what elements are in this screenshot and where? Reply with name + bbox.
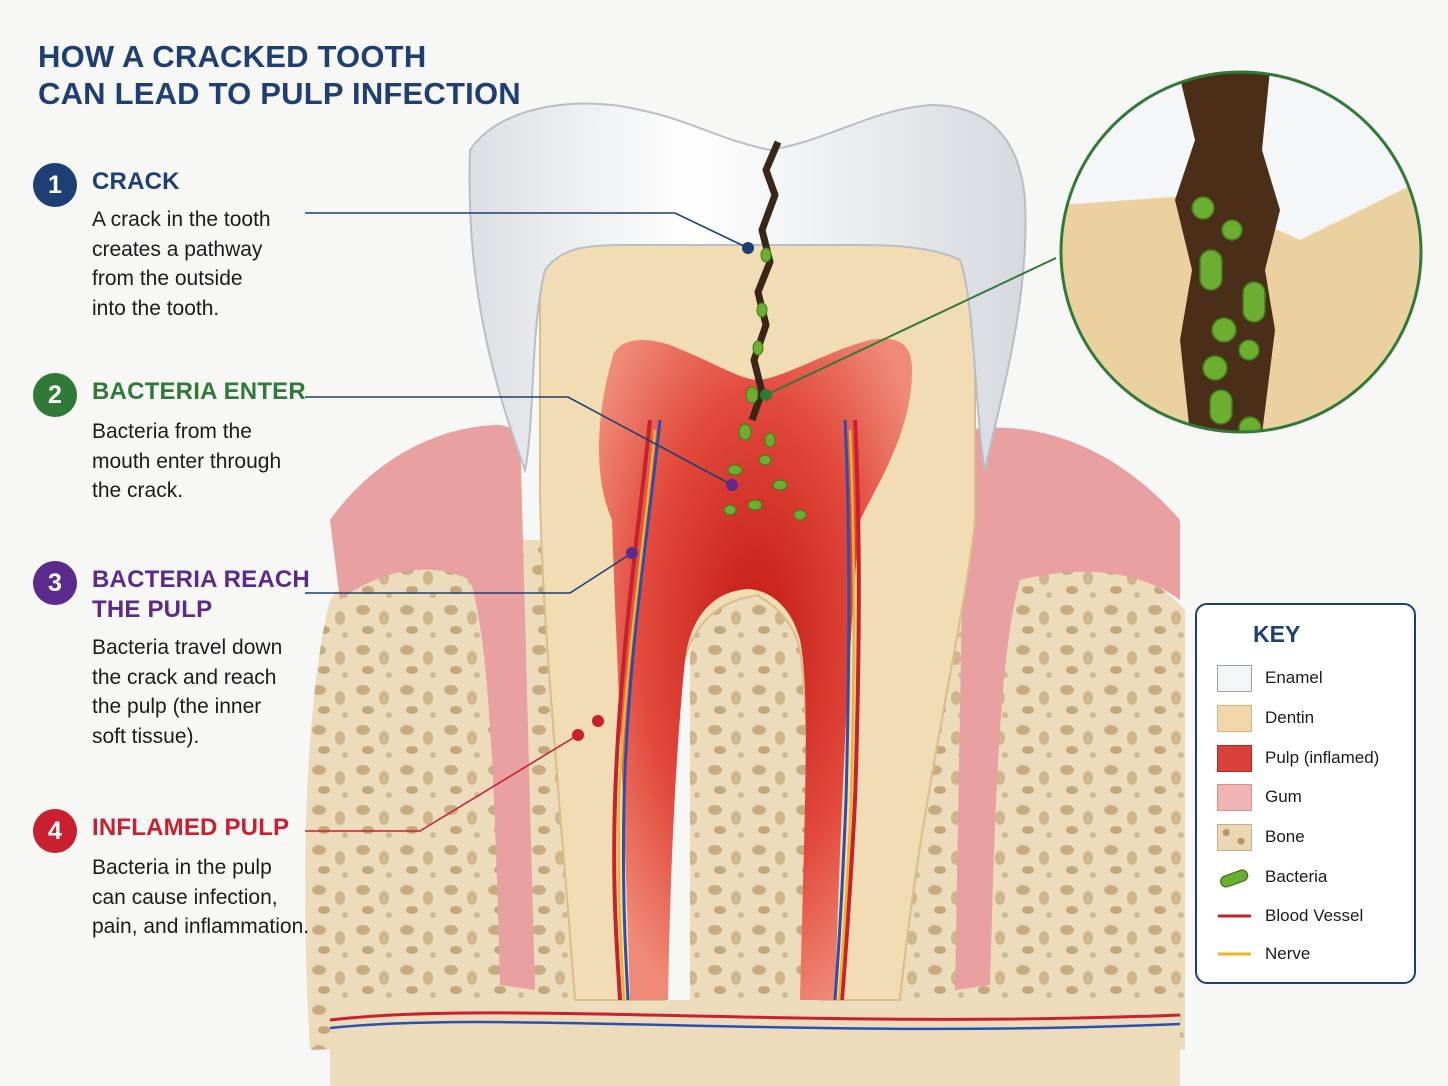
title-line-1: HOW A CRACKED TOOTH: [38, 39, 427, 74]
step-number-badge: 1: [33, 163, 77, 207]
blood-vessel: [840, 419, 861, 1001]
key-item-blood-vessel: Blood Vessel: [1217, 903, 1412, 931]
title-line-2: CAN LEAD TO PULP INFECTION: [38, 76, 521, 111]
vein: [833, 419, 851, 1001]
leader-dot-4b: [592, 715, 604, 727]
bone-swatch: [1217, 824, 1252, 851]
leader-line-4: [305, 734, 579, 832]
nerve-line: [1218, 952, 1251, 956]
page-title: HOW A CRACKED TOOTH CAN LEAD TO PULP INF…: [38, 38, 521, 112]
bacteria-icon: [1220, 869, 1249, 888]
step-heading: CRACK: [92, 168, 180, 195]
blood-vessel: [329, 1011, 1181, 1022]
enamel-swatch: [1217, 665, 1252, 692]
nerve: [617, 429, 657, 1001]
step-number-badge: 3: [33, 561, 77, 605]
leader-dot-2: [726, 479, 738, 491]
step-heading: BACTERIA REACH THE PULP: [92, 566, 310, 623]
gum-swatch: [1217, 784, 1252, 811]
tooth-enamel: [468, 102, 1027, 474]
magnifier-source-dot: [760, 389, 772, 401]
key-item-nerve: Nerve: [1217, 941, 1412, 969]
step-number-badge: 2: [33, 373, 77, 417]
magnified-crack-detail: [1061, 72, 1421, 432]
key-item-dentin: Dentin: [1217, 705, 1412, 733]
dentin-swatch: [1217, 705, 1252, 732]
leader-line-1: [305, 212, 749, 249]
key-item-bone: Bone: [1217, 824, 1412, 852]
blood-vessel-line: [1218, 914, 1251, 918]
step-bacteria-reach-pulp: 3 BACTERIA REACH THE PULP Bacteria trave…: [33, 561, 353, 751]
bone-center: [690, 590, 830, 1000]
key-item-bacteria: Bacteria: [1217, 864, 1412, 892]
nerve: [837, 429, 856, 1001]
pulp: [598, 338, 912, 1000]
blood-vessel: [612, 419, 652, 1001]
leader-dot-1: [742, 242, 754, 254]
key-item-pulp: Pulp (inflamed): [1217, 745, 1412, 773]
key-title: KEY: [1253, 621, 1301, 647]
key-item-gum: Gum: [1217, 784, 1412, 812]
gum-right: [955, 427, 1180, 990]
vein: [329, 1020, 1181, 1031]
step-number-badge: 4: [33, 809, 77, 853]
crack: [748, 140, 782, 422]
magnifier-pointer: [765, 257, 1057, 396]
bacteria-in-crack: [723, 247, 807, 521]
key-item-enamel: Enamel: [1217, 665, 1412, 693]
leader-dot-3: [626, 547, 638, 559]
vein: [621, 419, 662, 1001]
pulp-swatch: [1217, 745, 1252, 772]
step-heading: BACTERIA ENTER: [92, 378, 306, 405]
leader-line-2: [305, 396, 733, 486]
leader-dot-4: [572, 729, 584, 741]
magnifier-border: [1059, 70, 1423, 434]
gum-left: [330, 425, 535, 990]
leader-line-3: [305, 552, 633, 594]
key-legend: KEY Enamel Dentin Pulp (inflamed) Gum Bo…: [1195, 603, 1416, 984]
step-heading: INFLAMED PULP: [92, 814, 290, 841]
